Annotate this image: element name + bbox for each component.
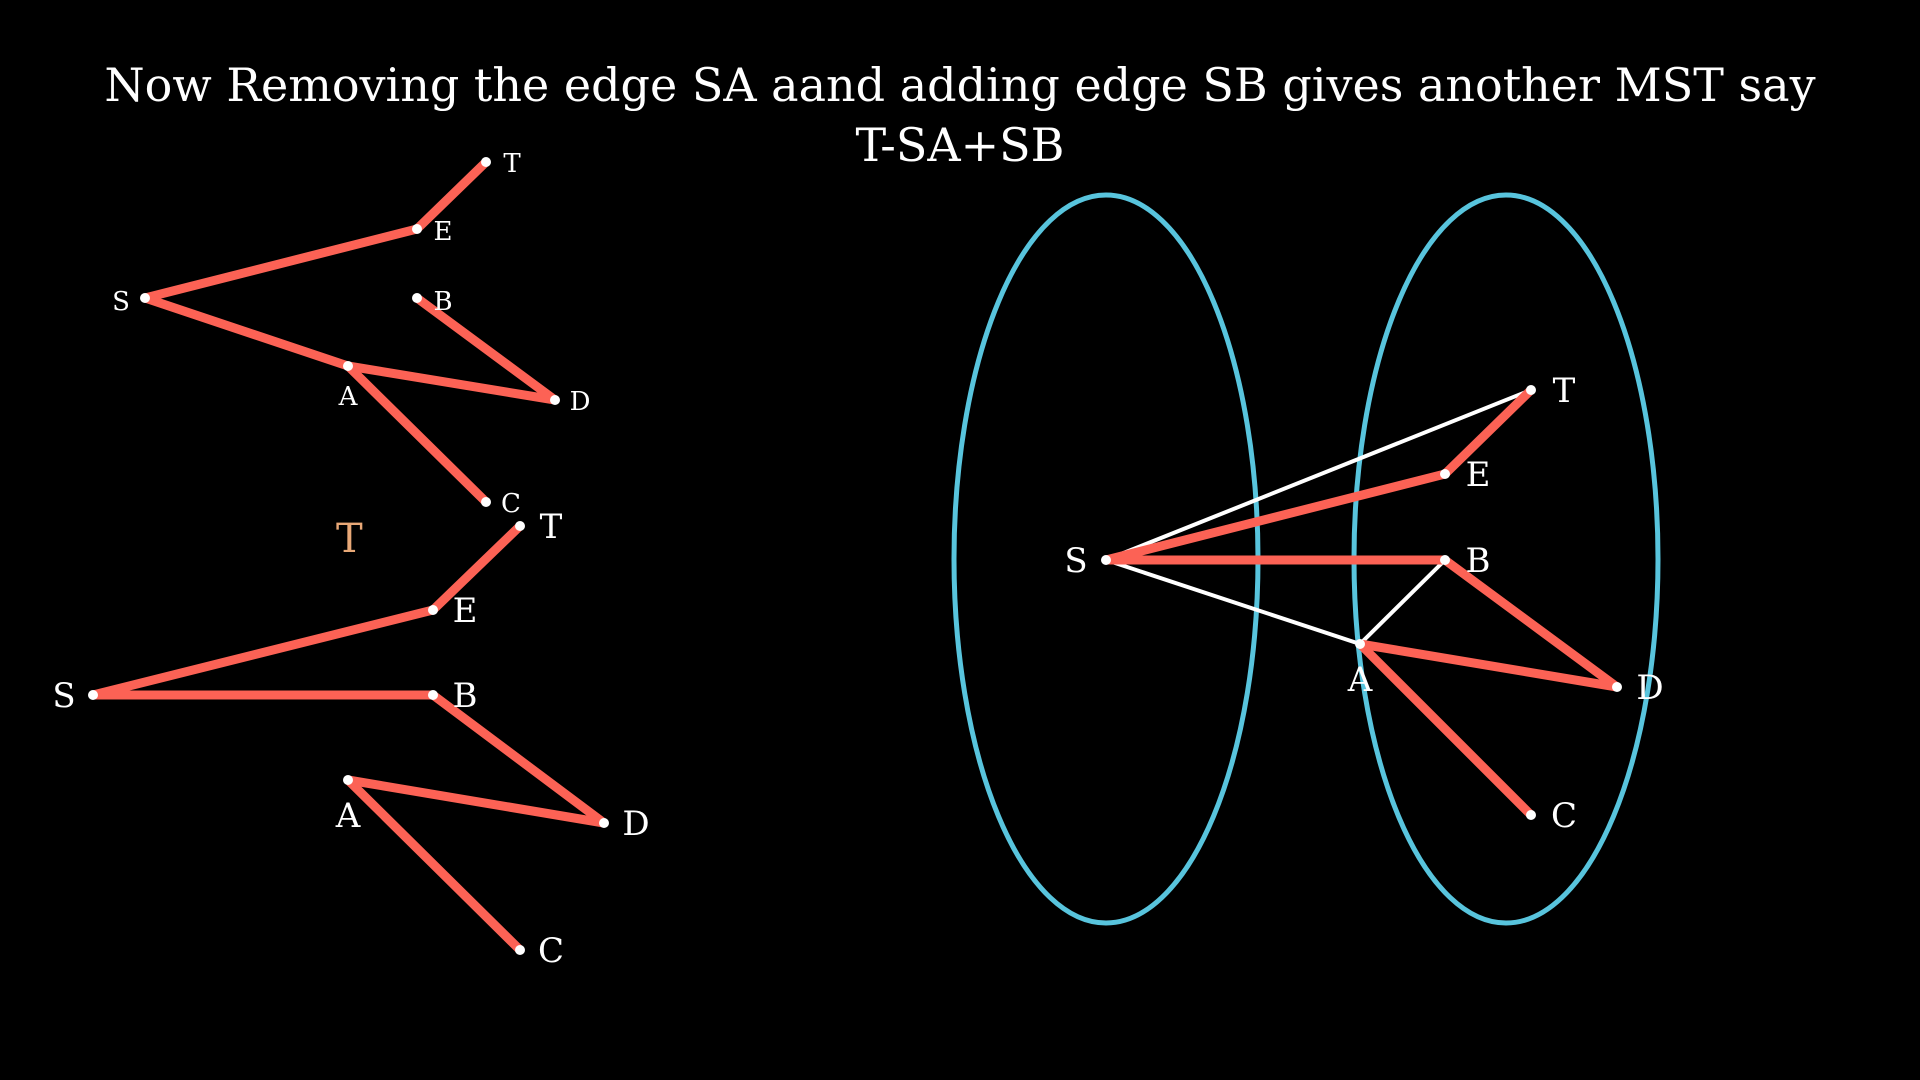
tree-edge-AC <box>1355 639 1536 820</box>
graph-edge-SA <box>1104 558 1362 646</box>
node-label-A: A <box>1347 660 1373 700</box>
tree-edge-TE <box>412 157 491 234</box>
tree-edge-ES <box>88 605 438 700</box>
node-A <box>1355 639 1365 649</box>
node-label-A: A <box>335 796 361 836</box>
node-C <box>481 497 491 507</box>
node-S <box>88 690 98 700</box>
node-E <box>412 224 422 234</box>
node-D <box>599 818 609 828</box>
node-D <box>1612 682 1622 692</box>
slide-title-line-2: T-SA+SB <box>855 118 1065 172</box>
graph-edge-AB <box>1358 558 1447 646</box>
node-label-S: S <box>1064 541 1087 581</box>
node-label-A: A <box>338 382 359 412</box>
tree-T-SA+SB: T E S B A D C <box>52 507 649 971</box>
tree-edge-SA <box>140 293 353 371</box>
node-S <box>140 293 150 303</box>
node-T <box>515 521 525 531</box>
node-label-C: C <box>538 931 564 971</box>
tree-edge-BD <box>1440 555 1622 692</box>
tree-edge-AC <box>343 361 491 507</box>
node-E <box>428 605 438 615</box>
cut-graph: S T E B A D C <box>951 192 1664 926</box>
node-T <box>1526 385 1536 395</box>
node-label-E: E <box>434 217 453 247</box>
tree-edge-DB <box>412 293 560 405</box>
tree-name-label: T <box>336 516 363 562</box>
node-label-B: B <box>1466 541 1491 581</box>
node-label-D: D <box>622 804 649 844</box>
tree-edge-ES <box>140 224 422 303</box>
node-B <box>1440 555 1450 565</box>
tree-edge-DA <box>343 775 609 828</box>
node-A <box>343 775 353 785</box>
node-B <box>412 293 422 303</box>
node-label-E: E <box>453 591 478 631</box>
tree-edge-DA <box>1355 639 1622 692</box>
node-D <box>550 395 560 405</box>
node-C <box>515 945 525 955</box>
tree-edge-ET <box>1440 385 1536 479</box>
node-label-T: T <box>540 507 563 547</box>
node-label-T: T <box>1553 371 1576 411</box>
node-label-B: B <box>453 676 478 716</box>
node-E <box>1440 469 1450 479</box>
node-B <box>428 690 438 700</box>
node-label-S: S <box>112 287 130 317</box>
node-label-S: S <box>52 676 75 716</box>
node-label-T: T <box>503 149 521 179</box>
tree-edge-TE <box>428 521 525 615</box>
slide-title-line-1: Now Removing the edge SA aand adding edg… <box>104 58 1816 112</box>
node-A <box>343 361 353 371</box>
node-label-B: B <box>433 287 452 317</box>
node-S <box>1101 555 1111 565</box>
node-T <box>481 157 491 167</box>
tree-T-small: T E S B A D C <box>112 149 590 519</box>
node-label-D: D <box>1636 668 1663 708</box>
tree-edge-SE <box>1101 469 1450 565</box>
tree-edge-AC <box>343 775 525 955</box>
node-label-C: C <box>501 489 521 519</box>
node-C <box>1526 810 1536 820</box>
tree-edge-BD <box>428 690 609 828</box>
graph-edge-ST <box>1104 388 1533 562</box>
node-label-D: D <box>570 387 591 417</box>
tree-edge-AD <box>343 361 560 405</box>
node-label-C: C <box>1551 796 1577 836</box>
node-label-E: E <box>1466 455 1491 495</box>
